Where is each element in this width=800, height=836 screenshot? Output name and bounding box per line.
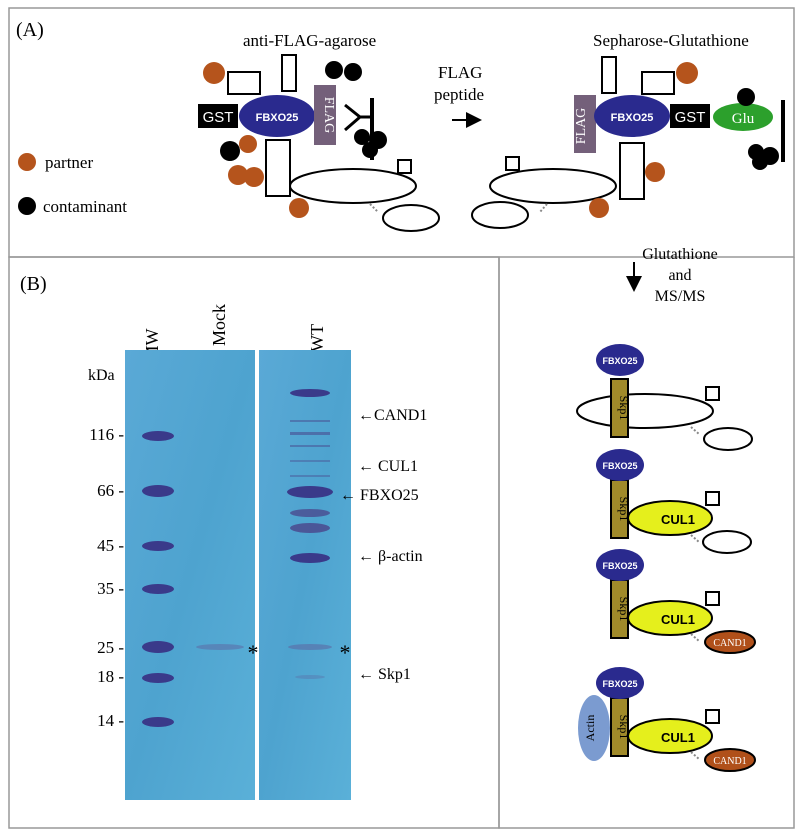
marker-35: 35 -	[97, 579, 124, 598]
partner-legend-label: partner	[45, 153, 93, 172]
cul1-label-3: CUL1	[661, 612, 695, 627]
band-cand1: ←CAND1	[358, 407, 427, 424]
marker-18: 18 -	[97, 667, 124, 686]
step-line-1: Glutathione	[642, 246, 718, 263]
mock-star: *	[248, 640, 259, 665]
gst-right-label: GST	[675, 109, 706, 126]
band-fbxo25: ← FBXO25	[340, 487, 419, 504]
marker-66: 66 -	[97, 481, 124, 500]
skp1-label-4: Skp1	[617, 715, 631, 740]
band-actin: ← β-actin	[358, 548, 423, 565]
wt-bands	[287, 389, 333, 679]
right-complex: FLAG FBXO25 GST Glu	[471, 56, 785, 229]
marker-labels: 116 - 66 - 45 - 35 - 25 - 18 - 14 -	[89, 425, 124, 730]
marker-45: 45 -	[97, 536, 124, 555]
wt-star: *	[340, 640, 351, 665]
left-complex: GST FBXO25 FLAG	[198, 54, 440, 232]
gel-left	[125, 350, 255, 800]
ladder-bands	[142, 431, 174, 727]
panel-a-label: (A)	[16, 19, 44, 41]
cand1-label-4: CAND1	[713, 756, 746, 767]
kda-label: kDa	[88, 367, 115, 384]
skp1-label-2: Skp1	[617, 497, 631, 522]
fbxo25-left-label: FBXO25	[256, 112, 299, 124]
band-cul1: ← CUL1	[358, 458, 418, 475]
gel-right	[259, 350, 351, 800]
mock-band	[196, 644, 244, 650]
fbxo25-right-label: FBXO25	[611, 112, 654, 124]
lane-mock: Mock	[209, 304, 229, 346]
partner-legend-dot	[18, 153, 36, 171]
fbxo25-label-2: FBXO25	[602, 461, 637, 471]
arrow-label-2: peptide	[434, 85, 484, 104]
flag-right-label: FLAG	[574, 108, 589, 145]
lane-wt: WT	[307, 324, 327, 352]
right-title: Sepharose-Glutathione	[593, 31, 749, 50]
marker-116: 116 -	[89, 425, 124, 444]
panel-b-label: (B)	[20, 273, 47, 295]
glu-label: Glu	[732, 111, 755, 127]
arrow-label-1: FLAG	[438, 63, 482, 82]
left-title: anti-FLAG-agarose	[243, 31, 376, 50]
cul1-label-4: CUL1	[661, 730, 695, 745]
fbxo25-label-3: FBXO25	[602, 561, 637, 571]
contaminant-legend-label: contaminant	[43, 197, 127, 216]
contaminant-legend-dot	[18, 197, 36, 215]
marker-25: 25 -	[97, 638, 124, 657]
cul1-label-2: CUL1	[661, 512, 695, 527]
skp1-label-3: Skp1	[617, 597, 631, 622]
complex-4: Actin CUL1 Skp1 FBXO25 CAND1	[578, 667, 756, 772]
fbxo25-label-1: FBXO25	[602, 356, 637, 366]
step-line-2: and	[668, 267, 691, 284]
band-skp1: ← Skp1	[358, 666, 411, 683]
step-line-3: MS/MS	[655, 288, 706, 305]
complex-2: CUL1 Skp1 FBXO25	[596, 449, 752, 554]
gst-left-label: GST	[203, 109, 234, 126]
marker-14: 14 -	[97, 711, 124, 730]
panel-c-frame	[498, 257, 795, 829]
actin-label: Actin	[583, 715, 597, 742]
cand1-label-3: CAND1	[713, 638, 746, 649]
complex-3: CUL1 Skp1 FBXO25 CAND1	[596, 549, 756, 654]
complex-1: Skp1 FBXO25	[576, 344, 753, 451]
skp1-label-1: Skp1	[617, 396, 631, 421]
fbxo25-label-4: FBXO25	[602, 679, 637, 689]
flag-left-label: FLAG	[321, 97, 336, 134]
band-labels: ←CAND1 ← CUL1 ← FBXO25 ← β-actin ← Skp1	[340, 407, 427, 683]
